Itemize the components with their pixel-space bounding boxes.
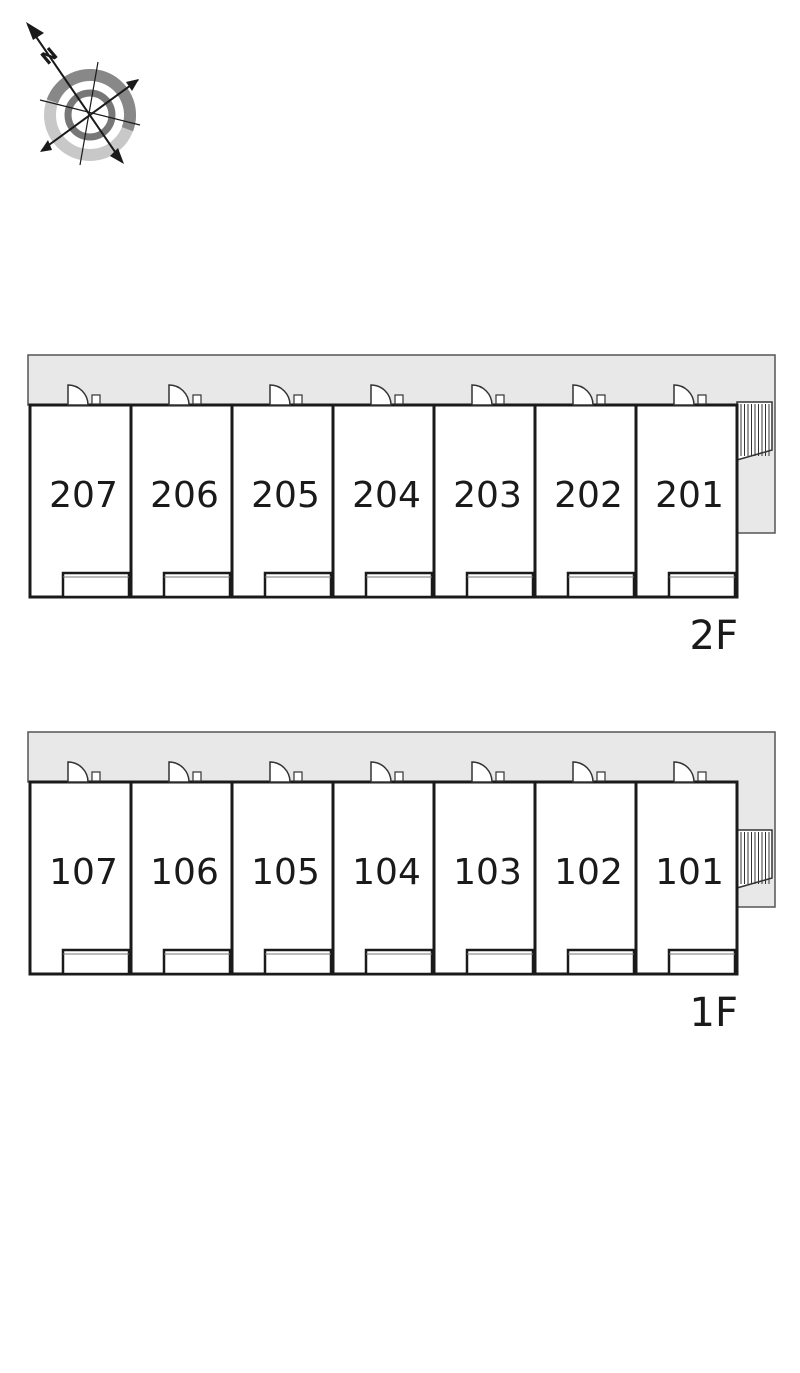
- unit-number: 102: [554, 852, 623, 893]
- unit-number: 207: [49, 475, 118, 516]
- compass-north-arrowhead: [26, 22, 44, 40]
- meter-box-icon: [192, 771, 202, 782]
- door-swing-icon: [370, 384, 392, 406]
- unit-room: [28, 403, 133, 599]
- unit-number: 201: [655, 475, 724, 516]
- unit-104: 104: [331, 761, 436, 976]
- north-compass-icon: N: [26, 22, 141, 166]
- compass-arrowhead: [40, 140, 52, 152]
- compass-north-label: N: [37, 44, 62, 70]
- unit-number: 204: [352, 475, 421, 516]
- floor-2f: 207 206 205 204 203 202 201 2F: [27, 354, 776, 659]
- meter-box-icon: [394, 394, 404, 405]
- unit-207: 207: [28, 384, 133, 599]
- unit-room: [533, 780, 638, 976]
- unit-number: 206: [150, 475, 219, 516]
- unit-number: 104: [352, 852, 421, 893]
- unit-203: 203: [432, 384, 537, 599]
- unit-101: 101: [634, 761, 739, 976]
- meter-box-icon: [697, 394, 707, 405]
- stairs-icon: [736, 401, 773, 461]
- meter-box-icon: [596, 771, 606, 782]
- compass-arrowhead: [110, 148, 124, 164]
- unit-number: 203: [453, 475, 522, 516]
- compass-cross-line: [41, 79, 139, 151]
- door-swing-icon: [471, 761, 493, 783]
- compass-outer-ring-dark: [43, 69, 136, 161]
- unit-room: [129, 780, 234, 976]
- compass-inner-ring: [64, 89, 116, 141]
- meter-box-icon: [697, 771, 707, 782]
- unit-103: 103: [432, 761, 537, 976]
- compass-needle: [27, 24, 123, 163]
- door-swing-icon: [471, 384, 493, 406]
- meter-box-icon: [394, 771, 404, 782]
- unit-room: [331, 403, 436, 599]
- floor-label: 1F: [690, 990, 738, 1036]
- meter-box-icon: [495, 771, 505, 782]
- meter-box-icon: [91, 771, 101, 782]
- unit-number: 202: [554, 475, 623, 516]
- door-swing-icon: [168, 384, 190, 406]
- door-swing-icon: [370, 761, 392, 783]
- unit-202: 202: [533, 384, 638, 599]
- door-swing-icon: [572, 761, 594, 783]
- door-swing-icon: [673, 384, 695, 406]
- compass-cross-line: [79, 61, 99, 166]
- door-swing-icon: [67, 761, 89, 783]
- door-swing-icon: [269, 384, 291, 406]
- door-swing-icon: [673, 761, 695, 783]
- door-swing-icon: [168, 761, 190, 783]
- unit-105: 105: [230, 761, 335, 976]
- compass-cross-line: [39, 99, 141, 126]
- unit-206: 206: [129, 384, 234, 599]
- floor-label: 2F: [690, 613, 738, 659]
- unit-102: 102: [533, 761, 638, 976]
- unit-number: 101: [655, 852, 724, 893]
- floor-1f: 107 106 105 104 103 102 101 1F: [27, 731, 776, 1036]
- unit-room: [432, 403, 537, 599]
- compass-arrowhead: [126, 79, 139, 91]
- unit-number: 205: [251, 475, 320, 516]
- unit-205: 205: [230, 384, 335, 599]
- unit-number: 103: [453, 852, 522, 893]
- unit-number: 106: [150, 852, 219, 893]
- unit-204: 204: [331, 384, 436, 599]
- meter-box-icon: [495, 394, 505, 405]
- unit-107: 107: [28, 761, 133, 976]
- unit-201: 201: [634, 384, 739, 599]
- door-swing-icon: [269, 761, 291, 783]
- meter-box-icon: [293, 771, 303, 782]
- meter-box-icon: [293, 394, 303, 405]
- unit-number: 107: [49, 852, 118, 893]
- door-swing-icon: [67, 384, 89, 406]
- unit-room: [533, 403, 638, 599]
- meter-box-icon: [91, 394, 101, 405]
- stairs-icon: [736, 829, 773, 889]
- meter-box-icon: [596, 394, 606, 405]
- door-swing-icon: [572, 384, 594, 406]
- meter-box-icon: [192, 394, 202, 405]
- unit-106: 106: [129, 761, 234, 976]
- unit-room: [634, 403, 739, 599]
- unit-number: 105: [251, 852, 320, 893]
